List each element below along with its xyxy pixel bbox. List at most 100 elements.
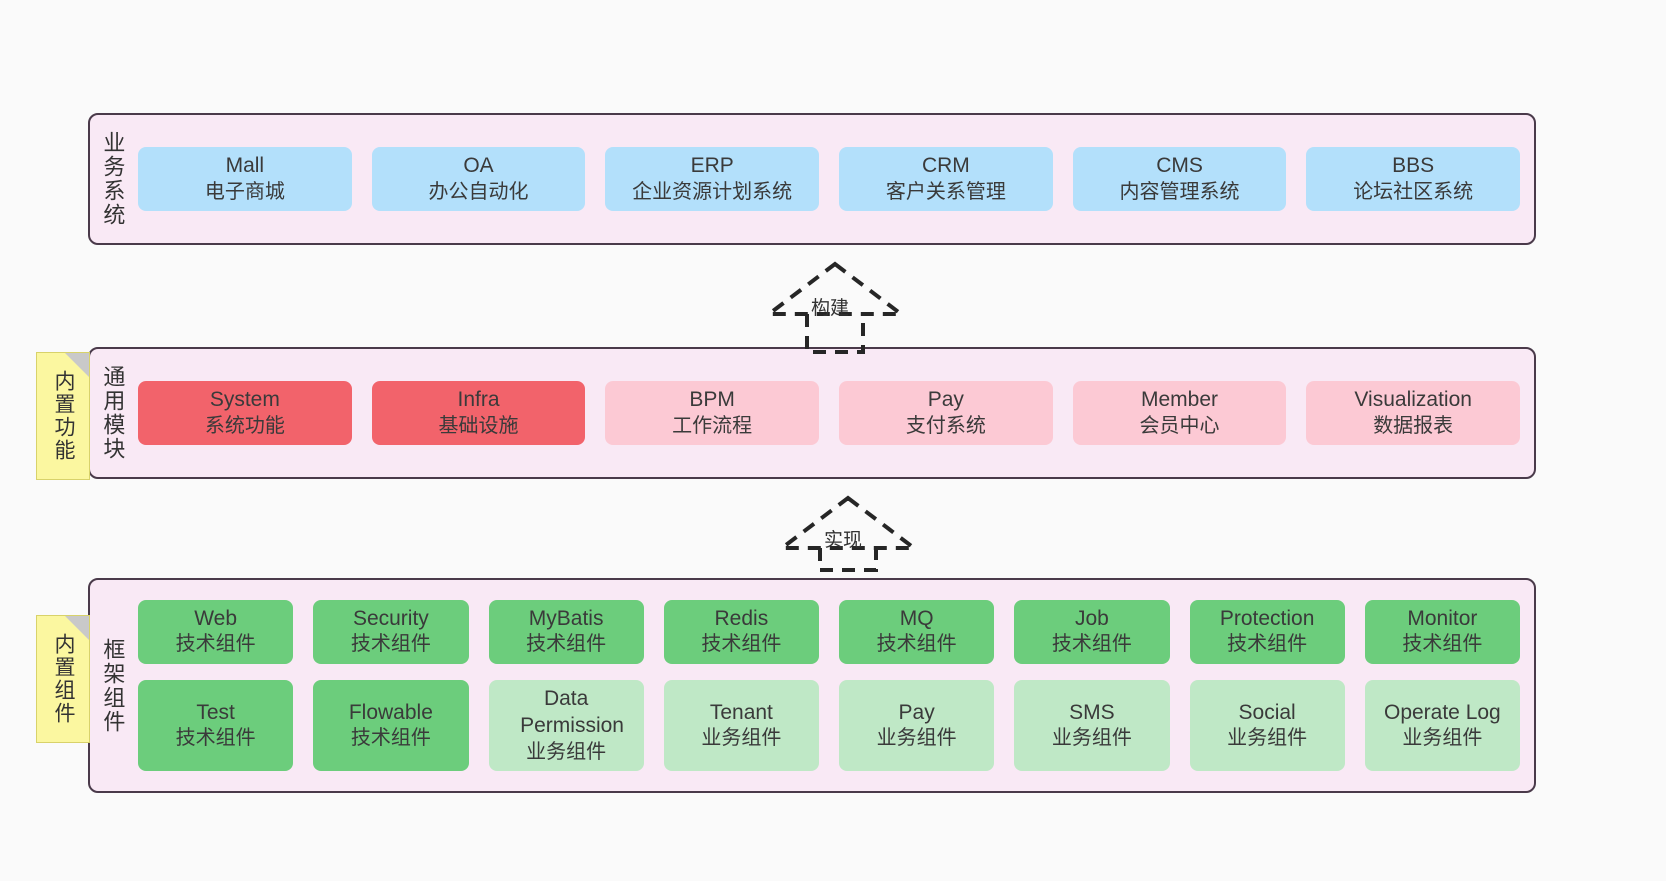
- band-body-common-modules: System 系统功能 Infra 基础设施 BPM 工作流程 Pay 支付系统…: [134, 349, 1534, 477]
- node-mall[interactable]: Mall 电子商城: [138, 146, 352, 212]
- node-test[interactable]: Test 技术组件: [138, 680, 294, 772]
- node-label-cn: 技术组件: [350, 727, 431, 750]
- node-social[interactable]: Social 业务组件: [1189, 680, 1345, 772]
- node-label-en: Infra: [457, 387, 500, 411]
- node-label-cn: 论坛社区系统: [1353, 180, 1474, 203]
- node-label-cn: 工作流程: [672, 414, 753, 437]
- node-label-en: OA: [463, 153, 494, 177]
- arrow-build: 构建: [755, 258, 915, 356]
- node-flowable[interactable]: Flowable 技术组件: [313, 680, 469, 772]
- node-bpm[interactable]: BPM 工作流程: [605, 380, 820, 446]
- node-label-cn: 业务组件: [1402, 727, 1483, 750]
- note-label: 内置组件: [51, 633, 75, 725]
- node-pay-component[interactable]: Pay 业务组件: [839, 680, 995, 772]
- node-label-cn: 业务组件: [701, 727, 782, 750]
- node-row: Test 技术组件 Flowable 技术组件 Data Permission …: [138, 680, 1520, 772]
- node-label-en: Visualization: [1354, 387, 1472, 411]
- node-job[interactable]: Job 技术组件: [1014, 599, 1170, 665]
- node-label-en: SMS: [1069, 700, 1115, 724]
- arrow-implement-icon: [776, 495, 920, 572]
- arrow-build-icon: [763, 261, 907, 354]
- node-label-en: Mall: [225, 153, 265, 177]
- node-label-en: Job: [1074, 606, 1109, 630]
- node-cms[interactable]: CMS 内容管理系统: [1072, 146, 1287, 212]
- node-row: Mall 电子商城 OA 办公自动化 ERP 企业资源计划系统 CRM 客户关系…: [138, 146, 1521, 212]
- node-label-cn: 会员中心: [1139, 414, 1220, 437]
- node-system[interactable]: System 系统功能: [138, 380, 352, 446]
- node-row: System 系统功能 Infra 基础设施 BPM 工作流程 Pay 支付系统…: [138, 380, 1521, 446]
- node-row: Web 技术组件 Security 技术组件 MyBatis 技术组件 Redi…: [138, 599, 1520, 665]
- node-label-en: Member: [1141, 387, 1219, 411]
- node-erp[interactable]: ERP 企业资源计划系统: [605, 146, 820, 212]
- node-label-en: Redis: [714, 606, 769, 630]
- node-crm[interactable]: CRM 客户关系管理: [839, 146, 1053, 212]
- band-common-modules: 通用模块 System 系统功能 Infra 基础设施 BPM 工作流程 Pay…: [88, 347, 1536, 479]
- node-label-en: Pay: [927, 387, 964, 411]
- node-label-cn: 技术组件: [1051, 633, 1132, 656]
- note-builtin-features: 内置功能: [36, 352, 90, 480]
- node-visualization[interactable]: Visualization 数据报表: [1306, 380, 1521, 446]
- node-label-en: BBS: [1392, 153, 1435, 177]
- node-label-cn: 技术组件: [175, 727, 256, 750]
- node-label-cn: 业务组件: [1227, 727, 1308, 750]
- node-label-en: Social: [1238, 700, 1296, 724]
- node-security[interactable]: Security 技术组件: [313, 599, 469, 665]
- node-label-cn: 基础设施: [438, 414, 519, 437]
- node-label-en: Monitor: [1407, 606, 1478, 630]
- node-monitor[interactable]: Monitor 技术组件: [1364, 599, 1520, 665]
- node-operate-log[interactable]: Operate Log 业务组件: [1364, 680, 1520, 772]
- node-label-en: BPM: [689, 387, 735, 411]
- node-label-en: Pay: [898, 700, 935, 724]
- node-label-en: Protection: [1219, 606, 1315, 630]
- note-label: 内置功能: [51, 370, 75, 462]
- node-label-en: MQ: [899, 606, 934, 630]
- node-label-en: CRM: [921, 153, 970, 177]
- arrow-implement: 实现: [768, 492, 928, 572]
- node-label-cn: 客户关系管理: [885, 180, 1006, 203]
- node-label-cn: 办公自动化: [428, 180, 529, 203]
- node-label-en: Security: [352, 606, 429, 630]
- node-label-en: MyBatis: [528, 606, 604, 630]
- node-label-cn: 支付系统: [905, 414, 986, 437]
- node-label-cn: 技术组件: [1227, 633, 1308, 656]
- node-web[interactable]: Web 技术组件: [138, 599, 294, 665]
- band-title-framework-components: 框架组件: [100, 637, 126, 734]
- band-framework-components: 框架组件 Web 技术组件 Security 技术组件 MyBatis 技术组件…: [88, 578, 1536, 793]
- node-label-en: Data Permission: [520, 687, 624, 737]
- node-label-en: CMS: [1156, 153, 1203, 177]
- arrow-build-label: 构建: [811, 298, 850, 319]
- node-protection[interactable]: Protection 技术组件: [1189, 599, 1345, 665]
- node-label-cn: 技术组件: [526, 633, 607, 656]
- node-bbs[interactable]: BBS 论坛社区系统: [1306, 146, 1521, 212]
- band-body-framework-components: Web 技术组件 Security 技术组件 MyBatis 技术组件 Redi…: [134, 580, 1534, 791]
- node-label-cn: 内容管理系统: [1119, 180, 1240, 203]
- node-data-permission[interactable]: Data Permission 业务组件: [488, 680, 644, 772]
- node-member[interactable]: Member 会员中心: [1072, 380, 1287, 446]
- node-label-cn: 技术组件: [1402, 633, 1483, 656]
- node-label-cn: 业务组件: [876, 727, 957, 750]
- node-label-en: System: [209, 387, 280, 411]
- node-label-en: Test: [196, 700, 235, 724]
- node-label-en: Web: [194, 606, 238, 630]
- node-mybatis[interactable]: MyBatis 技术组件: [488, 599, 644, 665]
- node-redis[interactable]: Redis 技术组件: [663, 599, 819, 665]
- node-mq[interactable]: MQ 技术组件: [839, 599, 995, 665]
- node-oa[interactable]: OA 办公自动化: [371, 146, 586, 212]
- node-tenant[interactable]: Tenant 业务组件: [663, 680, 819, 772]
- band-title-business-systems: 业务系统: [100, 131, 126, 227]
- node-label-en: ERP: [690, 153, 734, 177]
- note-builtin-components: 内置组件: [36, 615, 90, 743]
- node-label-en: Operate Log: [1383, 700, 1501, 724]
- node-infra[interactable]: Infra 基础设施: [371, 380, 586, 446]
- band-body-business-systems: Mall 电子商城 OA 办公自动化 ERP 企业资源计划系统 CRM 客户关系…: [134, 115, 1534, 243]
- node-label-cn: 技术组件: [350, 633, 431, 656]
- node-sms[interactable]: SMS 业务组件: [1014, 680, 1170, 772]
- node-label-cn: 技术组件: [876, 633, 957, 656]
- node-label-cn: 电子商城: [204, 180, 285, 203]
- band-title-common-modules: 通用模块: [100, 365, 126, 461]
- band-business-systems: 业务系统 Mall 电子商城 OA 办公自动化 ERP 企业资源计划系统 CRM…: [88, 113, 1536, 245]
- node-label-en: Flowable: [348, 700, 433, 724]
- node-pay-module[interactable]: Pay 支付系统: [839, 380, 1053, 446]
- node-label-cn: 企业资源计划系统: [632, 180, 793, 203]
